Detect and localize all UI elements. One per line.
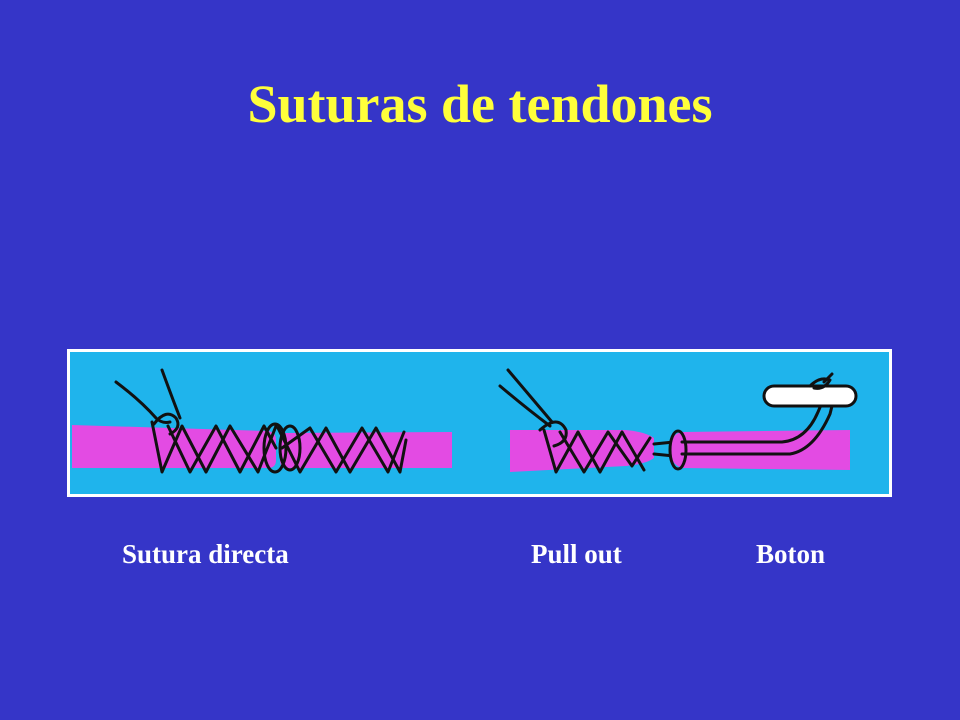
- tendon-right-segment: [280, 432, 452, 468]
- suture-wire: [680, 396, 826, 444]
- caption-sutura-directa: Sutura directa: [122, 539, 289, 569]
- suture-stitch: [276, 426, 408, 474]
- suture-tail: [498, 384, 552, 428]
- caption-boton: Boton: [756, 539, 826, 569]
- suture-loop: [538, 420, 568, 448]
- sutura-directa-illustration: [72, 368, 452, 474]
- suture-stitch: [280, 426, 406, 474]
- pull-out-illustration: [498, 368, 676, 474]
- suture-stitch: [166, 424, 278, 474]
- suture-tail: [506, 368, 554, 424]
- tendon-boton-segment: [670, 430, 850, 470]
- suture-diagram-panel: [67, 349, 892, 497]
- suture-loop: [152, 412, 180, 436]
- slide-title: Suturas de tendones: [247, 74, 713, 134]
- suture-stitch: [150, 420, 278, 474]
- tendon-end-outline: [668, 429, 688, 471]
- suture-ring: [262, 422, 288, 474]
- button-bolster: [762, 384, 858, 408]
- suture-knot: [822, 372, 834, 384]
- caption-pull-out: Pull out: [531, 539, 622, 569]
- suture-tail: [160, 368, 182, 420]
- boton-illustration: [668, 372, 858, 471]
- suture-diagram: [72, 368, 858, 474]
- suture-stitch: [558, 430, 652, 474]
- suture-wire: [680, 396, 836, 456]
- suture-tail: [114, 380, 172, 424]
- suture-stitch: [542, 428, 646, 474]
- suture-ring: [278, 424, 302, 472]
- suture-knot: [808, 377, 832, 390]
